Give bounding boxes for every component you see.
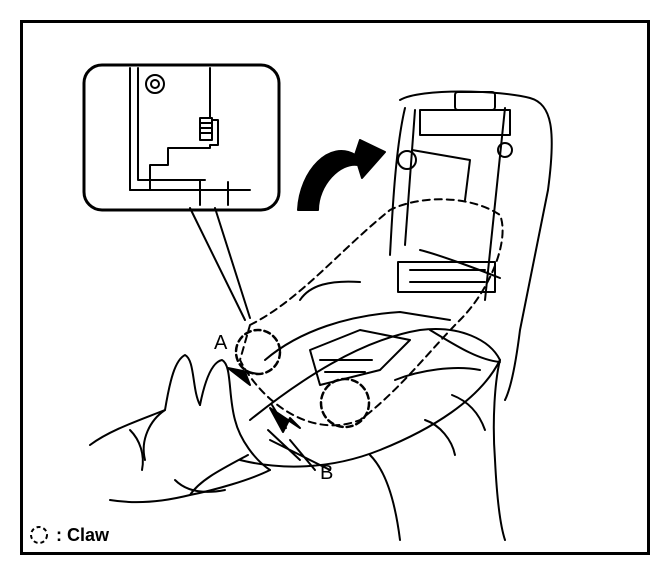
legend-text: : Claw (56, 524, 110, 545)
strap (429, 329, 501, 363)
arrow-a (227, 367, 259, 386)
arrow-b (269, 407, 301, 433)
label-point-a: A (214, 332, 228, 354)
detail-inset (82, 63, 281, 321)
left-hand (89, 354, 271, 504)
open-direction-arrow (297, 139, 386, 211)
claw-region-outline (239, 198, 504, 427)
claw-b-marker (319, 377, 371, 429)
dashed-circle-icon (30, 526, 48, 544)
printer-base (189, 280, 501, 496)
opened-lid (389, 90, 553, 401)
right-hand (369, 359, 506, 541)
label-point-b: B (320, 462, 334, 484)
legend: : Claw (28, 524, 109, 546)
